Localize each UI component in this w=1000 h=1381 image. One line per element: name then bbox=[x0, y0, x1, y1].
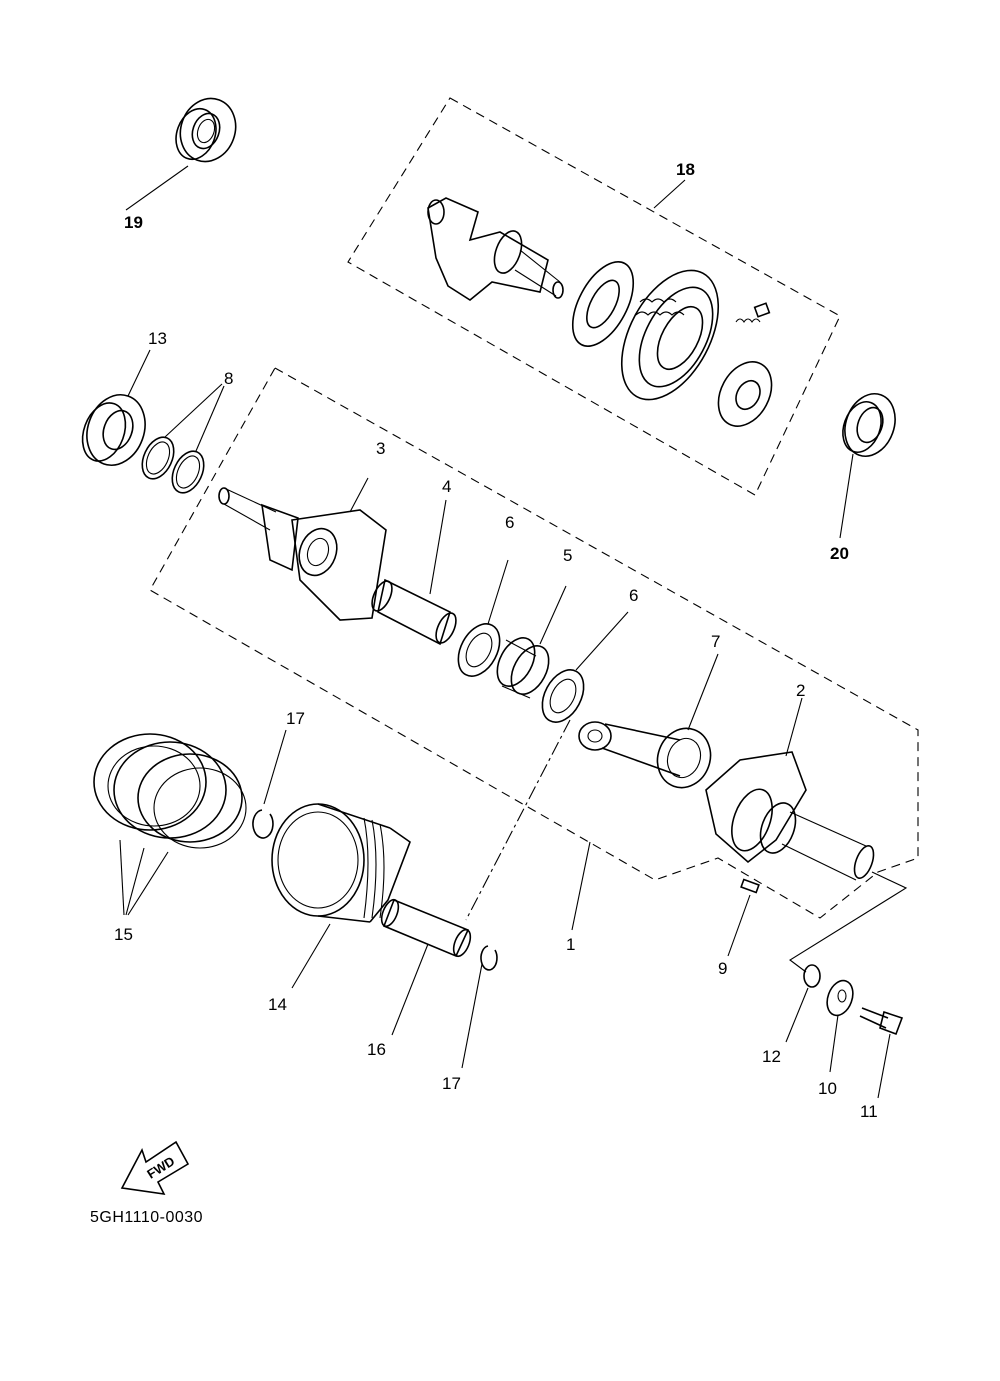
washer-6-shape bbox=[457, 559, 629, 723]
piston-pin-16-shape bbox=[380, 898, 472, 1036]
shims-8-shape bbox=[141, 383, 225, 494]
bolt-group-centerline bbox=[789, 871, 908, 973]
callout-13: 13 bbox=[148, 329, 167, 348]
callout-17b: 17 bbox=[442, 1074, 461, 1093]
needle-bearing-5-shape bbox=[496, 585, 567, 699]
callout-19: 19 bbox=[124, 213, 143, 232]
crankshaft-1-leader bbox=[571, 841, 591, 931]
callout-11: 11 bbox=[860, 1102, 878, 1121]
callout-18: 18 bbox=[676, 160, 695, 179]
alignment-centerline bbox=[465, 719, 571, 921]
callout-3: 3 bbox=[376, 439, 386, 458]
bearing-19-shape bbox=[125, 97, 237, 211]
bolt-11-shape bbox=[859, 1007, 904, 1099]
key-9-shape bbox=[727, 878, 760, 957]
crank-left-shape bbox=[218, 477, 387, 621]
callout-6b: 6 bbox=[629, 586, 639, 605]
o-ring-12-shape bbox=[785, 964, 821, 1043]
callout-14: 14 bbox=[268, 995, 287, 1014]
callout-5: 5 bbox=[563, 546, 573, 565]
callout-17a: 17 bbox=[286, 709, 305, 728]
bearing-20-shape bbox=[839, 393, 896, 539]
washer-10-shape bbox=[826, 979, 854, 1073]
balancer-group-boundary bbox=[347, 97, 841, 496]
crank-pin-4-shape bbox=[371, 499, 457, 646]
balancer-shaft-shape bbox=[427, 197, 564, 301]
crankshaft-group-boundary bbox=[149, 367, 919, 919]
callout-1: 1 bbox=[566, 935, 576, 954]
bearing-13-shape bbox=[81, 349, 151, 466]
callout-16: 16 bbox=[367, 1040, 386, 1059]
callout-20: 20 bbox=[830, 544, 849, 563]
callout-9: 9 bbox=[718, 959, 728, 978]
crank-right-shape bbox=[705, 697, 875, 881]
connecting-rod-7-shape bbox=[578, 653, 719, 789]
balancer-washer-shape bbox=[571, 261, 635, 347]
callout-8: 8 bbox=[224, 369, 234, 388]
callout-7: 7 bbox=[711, 632, 721, 651]
callout-4: 4 bbox=[442, 477, 452, 496]
callout-6a: 6 bbox=[505, 513, 515, 532]
callout-10: 10 bbox=[818, 1079, 837, 1098]
diagram-code: 5GH1110-0030 bbox=[90, 1209, 204, 1226]
callout-12: 12 bbox=[762, 1047, 781, 1066]
balancer-spring-plate-shape bbox=[717, 302, 773, 427]
balancer-gear-shape bbox=[620, 269, 720, 401]
callout-15: 15 bbox=[114, 925, 133, 944]
callout-2: 2 bbox=[796, 681, 806, 700]
piston-rings-15-shape bbox=[93, 733, 247, 916]
fwd-arrow-icon bbox=[120, 1140, 190, 1196]
balancer-18-leader bbox=[653, 179, 686, 209]
piston-14-shape bbox=[271, 803, 411, 989]
circlips-17-shape bbox=[252, 729, 498, 1069]
